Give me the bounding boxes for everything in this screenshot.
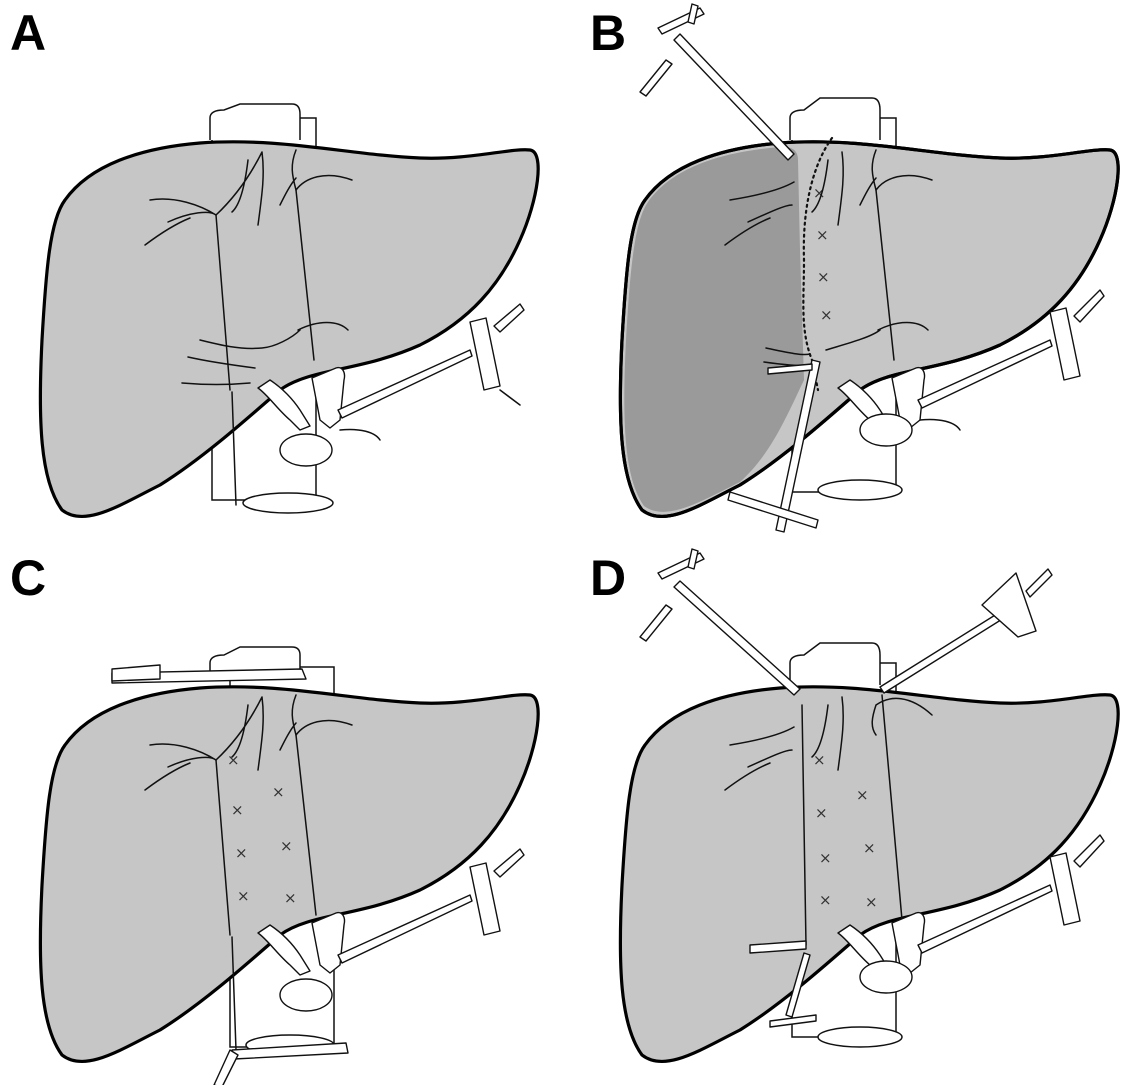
ligation-marker: × <box>284 889 297 907</box>
vessel-loop-clamp-right <box>470 318 500 390</box>
vessel-loop-end-right <box>494 849 524 877</box>
panel-b: × × × × B <box>580 0 1121 540</box>
vessel-loop <box>860 961 912 993</box>
vessel-loop-clamp-right <box>1050 308 1080 380</box>
vessel-loop-end-right <box>1074 290 1104 322</box>
left-hepatic-vein-sling <box>674 34 794 160</box>
lower-lines <box>920 419 960 430</box>
vessel-loop <box>860 414 912 446</box>
panel-a: A <box>0 0 560 540</box>
ivc-bottom-opening <box>818 1027 902 1047</box>
ligation-marker: × <box>863 839 876 857</box>
vessel-loop <box>280 434 332 466</box>
ligation-marker: × <box>856 786 869 804</box>
panel-label-d: D <box>590 553 626 603</box>
ligation-marker: × <box>237 887 250 905</box>
vessel-loop-end-right <box>1074 835 1104 867</box>
panel-label-a: A <box>10 8 46 58</box>
clamp-handle-bottom <box>214 1050 238 1085</box>
ligation-marker: × <box>819 891 832 909</box>
panel-label-b: B <box>590 8 626 58</box>
panel-b-diagram: × × × × <box>580 0 1121 540</box>
ligation-marker: × <box>227 751 240 769</box>
ligation-marker: × <box>817 268 830 286</box>
ligation-marker: × <box>272 783 285 801</box>
ivc-bottom-opening <box>243 493 333 513</box>
panel-c-diagram: × × × × × × × <box>0 545 560 1085</box>
sling-clamp-bottom <box>728 492 818 528</box>
ligation-marker: × <box>816 226 829 244</box>
vessel-loop-clamp-right <box>1050 853 1080 925</box>
panel-c: × × × × × × × C <box>0 545 560 1085</box>
panel-d: × × × × × × × <box>580 545 1121 1085</box>
panel-label-c: C <box>10 553 46 603</box>
ligation-marker: × <box>820 306 833 324</box>
ligation-marker: × <box>280 837 293 855</box>
sling-end-top-right <box>1026 569 1052 597</box>
right-hepatic-vein-sling <box>880 607 1012 693</box>
panel-a-diagram <box>0 0 560 540</box>
ligation-marker: × <box>865 893 878 911</box>
ivc-top-stump <box>790 643 880 685</box>
bile-duct <box>312 368 345 428</box>
clamp-handle-top <box>112 665 160 681</box>
ivc-top-stump <box>790 98 880 140</box>
ligation-marker: × <box>231 801 244 819</box>
ligation-marker: × <box>235 844 248 862</box>
panel-d-diagram: × × × × × × × <box>580 545 1121 1085</box>
ivc-top-stump <box>210 104 300 140</box>
left-hepatic-vein-sling <box>674 581 800 695</box>
ligation-marker: × <box>819 849 832 867</box>
vessel-loop-clamp-right <box>470 863 500 935</box>
vessel-loop <box>280 979 332 1011</box>
ivc-bottom-opening <box>818 480 902 500</box>
ligation-marker: × <box>815 804 828 822</box>
vessel-loop-end-right <box>494 304 524 332</box>
